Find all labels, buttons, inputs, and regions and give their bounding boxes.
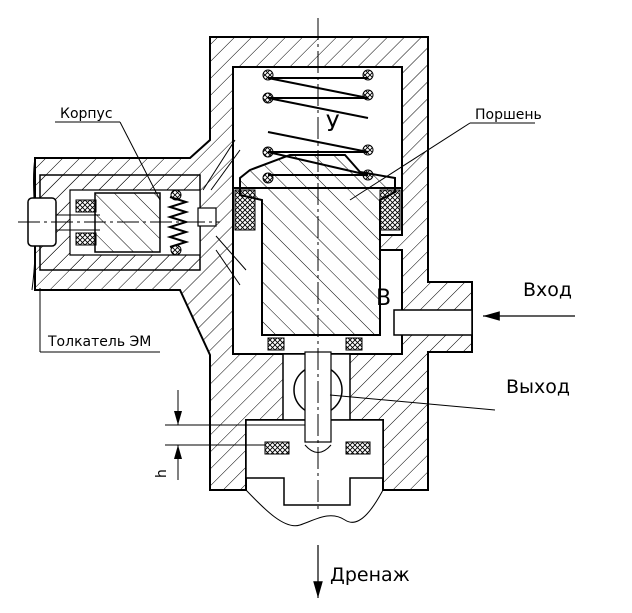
label-h: h xyxy=(154,469,170,478)
piston xyxy=(234,154,401,351)
label-tolkatel: Толкатель ЭМ xyxy=(47,334,151,350)
leader-lines xyxy=(39,121,535,411)
label-vykhod: Выход xyxy=(506,376,570,398)
label-b: В xyxy=(376,286,391,311)
label-drenazh: Дренаж xyxy=(330,564,410,586)
label-porshen: Поршень xyxy=(475,107,542,123)
label-korpus: Корпус xyxy=(60,106,113,122)
centerlines xyxy=(18,18,319,510)
label-vkhod: Вход xyxy=(523,279,572,301)
solenoid-pusher xyxy=(27,139,247,286)
dimension-h xyxy=(165,390,305,480)
flow-arrows xyxy=(313,311,575,598)
label-u: У xyxy=(326,112,340,137)
